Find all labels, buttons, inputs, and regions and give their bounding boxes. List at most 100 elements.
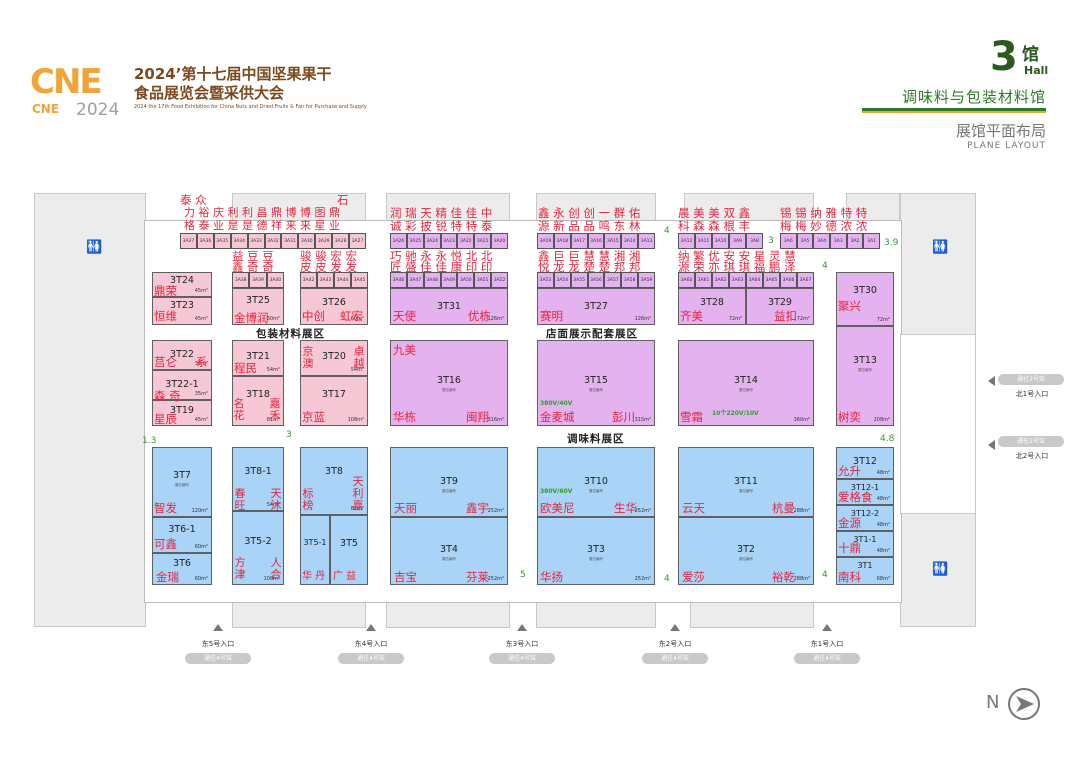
small-booth[interactable]: 3A3 [830,233,847,249]
small-booth[interactable]: 3A2 [846,233,864,249]
booth-3T16[interactable]: 3T16 展位编号 316m² [390,340,508,426]
small-booth[interactable]: 3A20 [491,233,508,249]
booth-3T25[interactable]: 3T25 60m² [232,288,284,325]
booth-3T3[interactable]: 3T3 展位编号 252m² [537,517,655,585]
small-booth[interactable]: 3A60 [678,272,695,288]
small-booth[interactable]: 3A26 [390,233,407,249]
small-booth[interactable]: 3A57 [604,272,622,288]
booth-3T6-1[interactable]: 3T6-1 60m² [152,517,212,553]
small-booth[interactable]: 3A28 [332,233,350,249]
small-booth[interactable]: 3A52 [491,272,508,288]
small-booth[interactable]: 3A22 [457,233,475,249]
small-booth[interactable]: 3A13 [638,233,655,249]
small-booth[interactable]: 3A39 [249,272,267,288]
small-booth[interactable]: 3A10 [712,233,729,249]
small-booth[interactable]: 3A36 [196,233,214,249]
booth-3T10[interactable]: 3T10 展位编号 252m² [537,447,655,517]
small-booth[interactable]: 3A61 [695,272,712,288]
booth-3T22-1[interactable]: 3T22-1 35m² [152,370,212,400]
booth-3T19[interactable]: 3T19 45m² [152,400,212,426]
small-booth[interactable]: 3A16 [587,233,605,249]
booth-3T17[interactable]: 3T17 108m² [300,376,368,426]
booth-3T12[interactable]: 3T12 48m² [836,447,894,479]
booth-3T14[interactable]: 3T14 展位编号 360m² [678,340,814,426]
booth-3T12-2[interactable]: 3T12-2 48m² [836,505,894,531]
booth-3T4[interactable]: 3T4 展位编号 252m² [390,517,508,585]
small-booth[interactable]: 3A5 [796,233,814,249]
booth-3T2[interactable]: 3T2 展位编号 288m² [678,517,814,585]
small-booth[interactable]: 3A42 [300,272,317,288]
small-booth[interactable]: 3A48 [423,272,441,288]
small-booth[interactable]: 3A24 [423,233,441,249]
small-booth[interactable]: 3A45 [351,272,368,288]
booth-3T27[interactable]: 3T27 126m² [537,288,655,325]
small-booth[interactable]: 3A62 [712,272,729,288]
small-booth[interactable]: 3A4 [813,233,830,249]
small-booth[interactable]: 3A43 [317,272,334,288]
small-booth[interactable]: 3A55 [570,272,588,288]
booth-3T30[interactable]: 3T30 72m² [836,272,894,326]
small-booth[interactable]: 3A59 [638,272,655,288]
small-booth[interactable]: 3A29 [315,233,333,249]
booth-3T1[interactable]: 3T1 68m² [836,557,894,585]
small-booth[interactable]: 3A6 [780,233,797,249]
small-booth[interactable]: 3A18 [553,233,571,249]
small-booth[interactable]: 3A8 [746,233,763,249]
small-booth[interactable]: 3A65 [763,272,780,288]
small-booth[interactable]: 3A63 [729,272,746,288]
small-booth[interactable]: 3A50 [457,272,475,288]
small-booth[interactable]: 3A15 [604,233,622,249]
small-booth[interactable]: 3A34 [230,233,248,249]
small-booth[interactable]: 3A33 [247,233,265,249]
small-booth[interactable]: 3A25 [406,233,424,249]
small-booth[interactable]: 3A27 [349,233,366,249]
small-booth[interactable]: 3A37 [180,233,197,249]
small-booth[interactable]: 3A9 [729,233,746,249]
small-booth[interactable]: 3A30 [298,233,316,249]
small-booth[interactable]: 3A1 [863,233,880,249]
small-booth[interactable]: 3A49 [440,272,458,288]
small-booth[interactable]: 3A56 [587,272,605,288]
small-booth[interactable]: 3A38 [232,272,250,288]
small-booth[interactable]: 3A23 [440,233,458,249]
small-booth[interactable]: 3A31 [281,233,299,249]
booth-3T1-1[interactable]: 3T1-1 48m² [836,531,894,557]
booth-3T23[interactable]: 3T23 45m² [152,297,212,325]
booth-3T9[interactable]: 3T9 展位编号 252m² [390,447,508,517]
small-booth[interactable]: 3A66 [780,272,797,288]
small-booth[interactable]: 3A14 [621,233,639,249]
booth-3T31[interactable]: 3T31 126m² [390,288,508,325]
booth-3T15[interactable]: 3T15 展位编号 315m² [537,340,655,426]
small-booth[interactable]: 3A51 [474,272,492,288]
booth-3T5[interactable]: 3T5 [330,515,368,585]
booth-3T20[interactable]: 3T20 54m² [300,340,368,376]
small-booth[interactable]: 3A32 [264,233,282,249]
booth-3T12-1[interactable]: 3T12-1 48m² [836,479,894,505]
booth-3T29[interactable]: 3T29 72m² [746,288,814,325]
small-booth[interactable]: 3A11 [695,233,712,249]
small-booth[interactable]: 3A47 [406,272,424,288]
booth-3T5-2[interactable]: 3T5-2 108m² [232,511,284,585]
booth-3T28[interactable]: 3T28 72m² [678,288,746,325]
booth-3T26[interactable]: 3T26 60m² [300,288,368,325]
booth-3T5-1[interactable]: 3T5-1 [300,515,330,585]
small-booth[interactable]: 3A54 [553,272,571,288]
small-booth[interactable]: 3A19 [537,233,554,249]
small-booth[interactable]: 3A64 [746,272,763,288]
booth-3T13[interactable]: 3T13 展位编号 208m² [836,326,894,426]
booth-3T8[interactable]: 3T8 81m² [300,447,368,515]
small-booth[interactable]: 3A40 [266,272,284,288]
small-booth[interactable]: 3A58 [621,272,639,288]
small-booth[interactable]: 3A35 [213,233,231,249]
booth-3T18[interactable]: 3T18 81m² [232,376,284,426]
booth-3T6[interactable]: 3T6 60m² [152,553,212,585]
booth-3T11[interactable]: 3T11 展位编号 288m² [678,447,814,517]
booth-3T8-1[interactable]: 3T8-1 54m² [232,447,284,511]
booth-3T22[interactable]: 3T22 36m² [152,340,212,370]
booth-3T7[interactable]: 3T7 展位编号 120m² [152,447,212,517]
booth-3T21[interactable]: 3T21 54m² [232,340,284,376]
small-booth[interactable]: 3A17 [570,233,588,249]
small-booth[interactable]: 3A12 [678,233,695,249]
small-booth[interactable]: 3A53 [537,272,554,288]
small-booth[interactable]: 3A46 [390,272,407,288]
